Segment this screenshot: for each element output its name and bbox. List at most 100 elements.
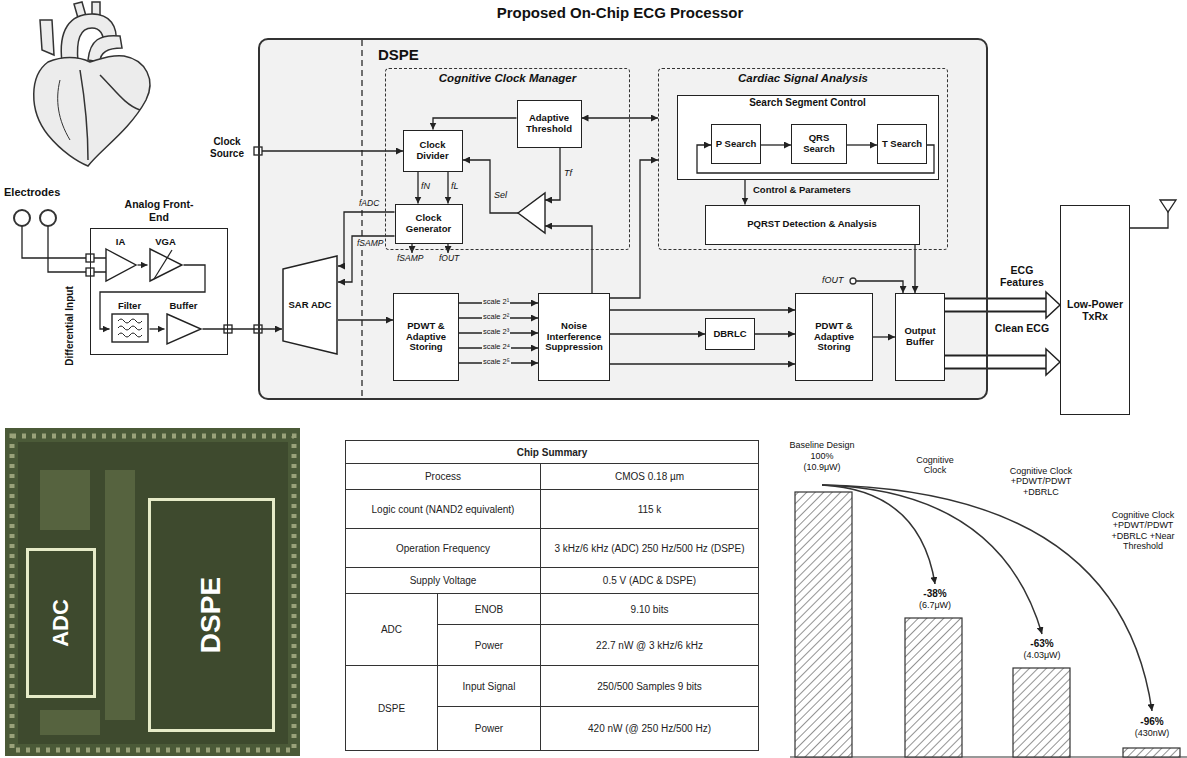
table-cell: 22.7 nW @ 3 kHz/6 kHz	[541, 625, 759, 666]
group-region: Cardiac Signal AnalysisSearch Segment Co…	[658, 68, 948, 250]
table-cell: Power	[438, 707, 541, 751]
table-text: 0.5 V (ADC & DSPE)	[603, 575, 696, 586]
table-cell: ADC	[346, 594, 438, 666]
connector	[744, 180, 745, 205]
node-label: Search Segment Control	[678, 97, 938, 108]
table-cell: Chip Summary	[346, 441, 759, 464]
edge-label: fL	[451, 181, 459, 191]
table-text: Power	[475, 640, 503, 651]
diagram-title: Proposed On-Chip ECG Processor	[420, 4, 820, 21]
table-text: 115 k	[638, 504, 662, 515]
text-label: -38%	[895, 588, 975, 600]
comparator-symbol	[518, 193, 545, 233]
text-label: Differential Input	[64, 286, 76, 365]
table-text: CMOS 0.18 µm	[615, 471, 684, 482]
process-box: PDWT & Adaptive Storing	[795, 293, 873, 381]
connector	[761, 144, 791, 145]
process-box: PDWT & Adaptive Storing	[393, 293, 459, 381]
chip-ground	[90, 38, 988, 400]
node-label: Cardiac Signal Analysis	[659, 72, 947, 84]
process-box: DBRLC	[705, 318, 755, 350]
text-label: (4.03μW)	[1002, 650, 1082, 660]
table-text: Power	[475, 723, 503, 734]
node-label: T Search	[882, 139, 922, 150]
power-bar-chart	[790, 485, 1187, 757]
text-label: Cognitive Clock +PDWT/PDWT +DBRLC +Near …	[1103, 510, 1183, 551]
connector	[610, 309, 795, 310]
edge-label: scale 2¹	[482, 298, 510, 307]
group-box: Search Segment Control P Search QRS Search…	[677, 95, 939, 180]
table-text: Operation Frequency	[396, 543, 490, 554]
text-label: Electrodes	[4, 186, 60, 199]
node-label: P Search	[716, 139, 757, 150]
table-cell: 420 nW (@ 250 Hz/500 Hz)	[541, 707, 759, 751]
node-label: PDWT & Adaptive Storing	[396, 321, 456, 354]
table-text: 22.7 nW @ 3 kHz/6 kHz	[596, 640, 703, 651]
node-label: DSPE	[196, 577, 228, 653]
connector	[755, 333, 795, 334]
process-box: Low-Power TxRx	[1060, 205, 1130, 415]
table-cell: 250/500 Samples 9 bits	[541, 666, 759, 707]
signal-wires	[22, 148, 1176, 293]
edge-label: Control & Parameters	[752, 185, 852, 196]
node-label: Noise Interference Suppression	[541, 321, 607, 354]
process-box: Noise Interference Suppression	[538, 293, 610, 381]
edge-label: scale 2⁴	[482, 343, 511, 352]
heart-illustration	[34, 2, 150, 166]
edge-label: fSAMP	[356, 239, 384, 249]
adc-block: SAR ADC	[282, 255, 338, 355]
node-label: IA	[104, 236, 138, 248]
node-label: VGA	[148, 236, 184, 248]
table-cell: 0.5 V (ADC & DSPE)	[541, 568, 759, 594]
text-label: 100%	[772, 451, 872, 461]
module-box: Analog Front-EndIAVGAFilterBuffer	[90, 228, 228, 355]
summary-table: Chip SummaryProcessCMOS 0.18 µmLogic cou…	[345, 440, 759, 751]
table-cell: 115 k	[541, 490, 759, 529]
node-label: Buffer	[165, 300, 203, 312]
table-text: 9.10 bits	[631, 604, 669, 615]
text-label: Tf	[564, 168, 572, 178]
connector	[873, 336, 895, 337]
text-label: (6.7μW)	[895, 600, 975, 610]
node-label: QRS Search	[794, 133, 844, 155]
connector	[433, 118, 517, 130]
node-label: Cognitive Clock Manager	[386, 72, 629, 84]
process-box: Adaptive Threshold	[517, 100, 582, 148]
table-cell: Input Signal	[438, 666, 541, 707]
table-cell: CMOS 0.18 µm	[541, 464, 759, 490]
chip-photo	[5, 428, 300, 756]
table-text: DSPE	[378, 703, 405, 714]
table-cell: Logic count (NAND2 equivalent)	[346, 490, 541, 529]
process-box: Clock Generator	[395, 204, 463, 244]
table-text: Input Signal	[463, 681, 516, 692]
circuit-block: Buffer	[165, 300, 203, 344]
connector	[447, 172, 448, 204]
connector	[582, 117, 659, 118]
table-cell: Operation Frequency	[346, 529, 541, 568]
table-text: ADC	[381, 624, 402, 635]
edge-label: ECG Features	[992, 264, 1052, 288]
edge-label: fADC	[358, 199, 380, 209]
table-text: ENOB	[475, 604, 503, 615]
text-label: Cognitive Clock	[905, 455, 965, 476]
table-text: Chip Summary	[517, 447, 588, 458]
node-label: Clock Generator	[398, 213, 460, 235]
node-label: Low-Power TxRx	[1063, 298, 1127, 322]
text-label: -96%	[1122, 716, 1182, 728]
edge-label: scale 2²	[482, 313, 510, 322]
table-cell: Power	[438, 625, 541, 666]
node-label: PDWT & Adaptive Storing	[798, 321, 870, 354]
node-label: DBRLC	[713, 329, 746, 340]
process-box: Clock Divider	[403, 130, 463, 172]
text-label: Sel	[494, 190, 507, 200]
process-box: QRS Search	[791, 124, 847, 164]
table-text: Logic count (NAND2 equivalent)	[372, 504, 515, 515]
text-label: Baseline Design	[772, 440, 872, 450]
connector	[338, 212, 395, 266]
process-box: PQRST Detection & Analysis	[705, 205, 920, 245]
text-label: (10.9μW)	[772, 462, 872, 472]
group-region: Cognitive Clock ManagerClock Divider Adap…	[385, 68, 630, 250]
connector	[914, 245, 915, 294]
node-label: Clock Divider	[406, 140, 460, 162]
edge-label: fN	[421, 181, 430, 191]
